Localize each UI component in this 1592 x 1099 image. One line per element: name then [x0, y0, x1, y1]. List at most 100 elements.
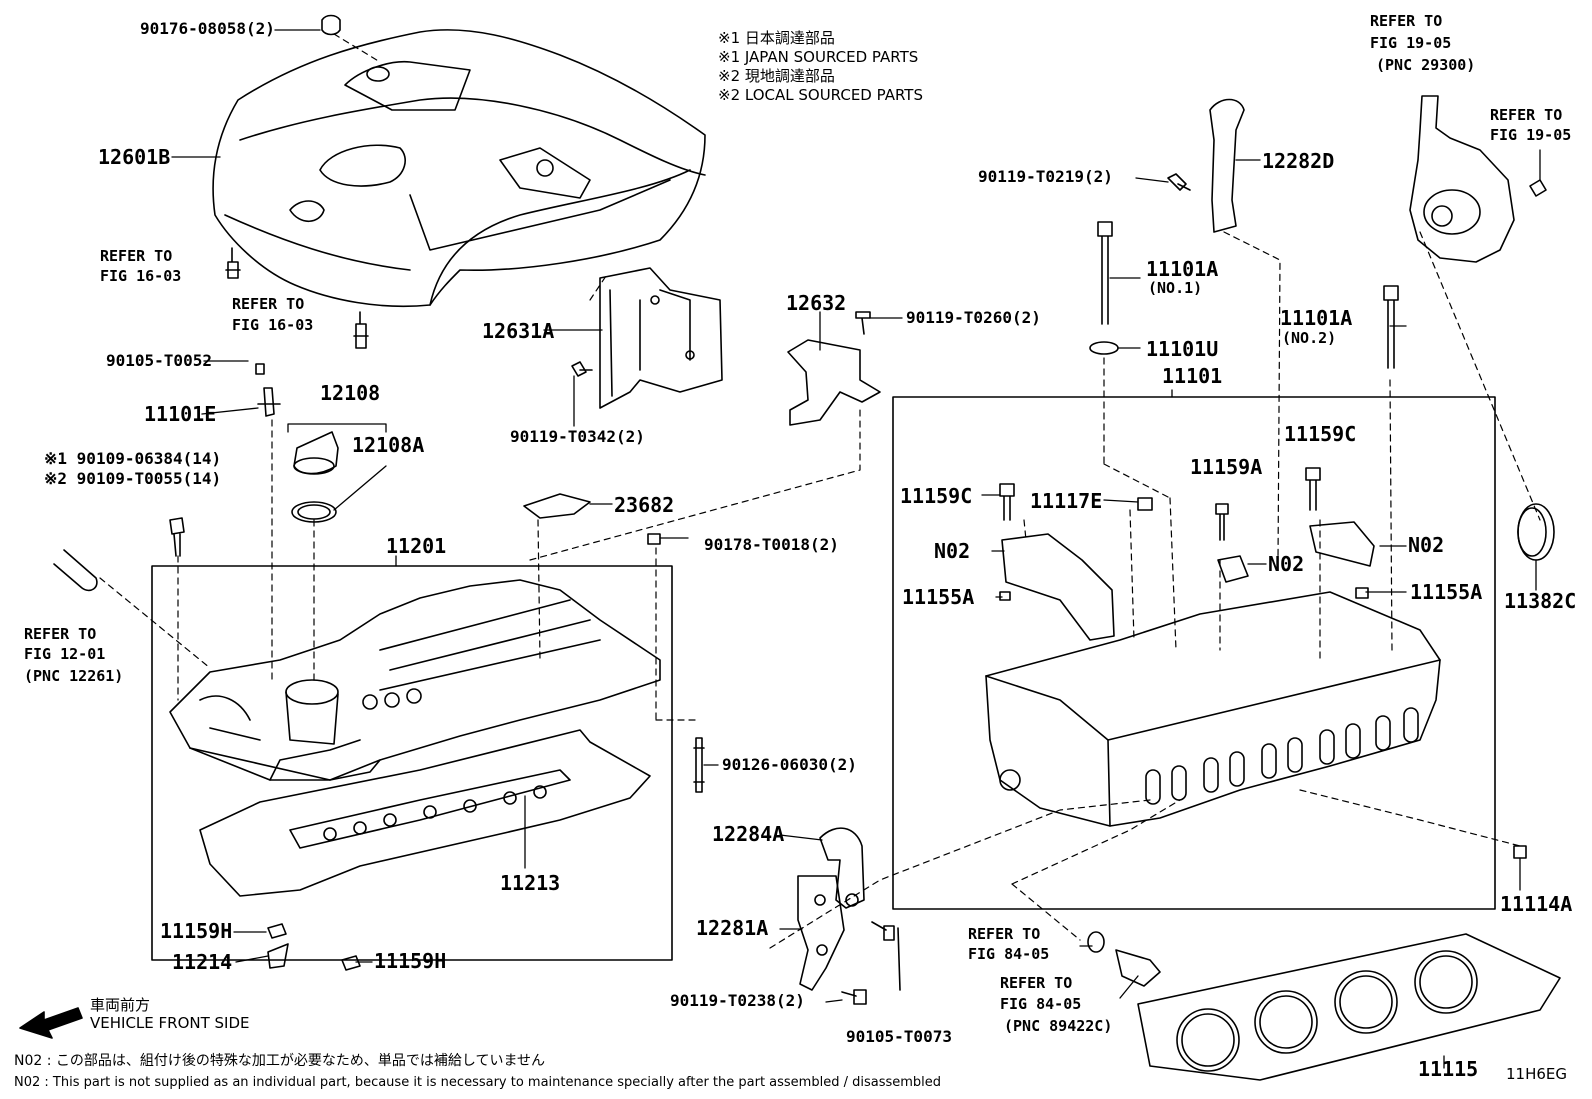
- bracket-12632-icon: [787, 311, 881, 426]
- label-11114a[interactable]: 11114A: [1500, 892, 1573, 916]
- label-90119-t0238[interactable]: 90119-T0238(2): [670, 991, 805, 1010]
- label-n02-a[interactable]: N02: [934, 539, 971, 563]
- head-cover-icon: [169, 579, 661, 781]
- note-line-2: ※1 JAPAN SOURCED PARTS: [718, 48, 919, 66]
- label-11155a-b[interactable]: 11155A: [1410, 580, 1483, 604]
- label-11214[interactable]: 11214: [172, 950, 233, 974]
- vacuum-pump-icon: [1409, 95, 1515, 263]
- label-12108a[interactable]: 12108A: [352, 433, 425, 457]
- bolt-icon: [999, 483, 1015, 521]
- temp-sensor-icon: [1115, 949, 1161, 987]
- label-refer-12-01-1[interactable]: REFER TO: [24, 625, 97, 643]
- bearing-cap-icon: [1217, 555, 1249, 583]
- label-refer-84-05-b-3[interactable]: (PNC 89422C): [1004, 1017, 1113, 1035]
- label-90119-t0219[interactable]: 90119-T0219(2): [978, 167, 1113, 186]
- bolt-icon: [1305, 467, 1321, 511]
- label-11213[interactable]: 11213: [500, 871, 561, 895]
- label-12108[interactable]: 12108: [320, 381, 381, 405]
- engine-hanger-12282d-icon: [1209, 98, 1245, 233]
- label-refer-84-05-a-1[interactable]: REFER TO: [968, 925, 1041, 943]
- sensor-11101e-icon: [255, 363, 281, 417]
- label-11201[interactable]: 11201: [386, 534, 447, 558]
- label-12631a[interactable]: 12631A: [482, 319, 555, 343]
- label-refer-84-05-b-1[interactable]: REFER TO: [1000, 974, 1073, 992]
- footnote-jp: N02 : この部品は、組付け後の特殊な加工が必要なため、単品では補給していませ…: [14, 1053, 546, 1069]
- label-11101e[interactable]: 11101E: [144, 402, 217, 426]
- note-line-3: ※2 現地調達部品: [718, 67, 835, 85]
- label-11115[interactable]: 11115: [1418, 1057, 1479, 1081]
- plug-icon: [1513, 845, 1527, 859]
- label-90109-06384[interactable]: ※1 90109-06384(14): [44, 449, 222, 468]
- label-11117e[interactable]: 11117E: [1030, 489, 1103, 513]
- label-23682[interactable]: 23682: [614, 493, 675, 517]
- oil-seal-icon: [1517, 503, 1555, 561]
- label-n02-c[interactable]: N02: [1408, 533, 1445, 557]
- head-bolt-icon: [1097, 221, 1113, 325]
- bolt-icon: [1529, 179, 1547, 197]
- label-90176-08058[interactable]: 90176-08058(2): [140, 19, 275, 38]
- grommet-icon: [225, 14, 369, 349]
- label-refer-19-05-b-2[interactable]: FIG 19-05: [1490, 126, 1572, 144]
- label-11159a[interactable]: 11159A: [1190, 455, 1263, 479]
- label-11101[interactable]: 11101: [1162, 364, 1223, 388]
- head-gasket-icon: [1137, 933, 1561, 1081]
- label-refer-19-05-a-2[interactable]: FIG 19-05: [1370, 34, 1452, 52]
- label-n02-b[interactable]: N02: [1268, 552, 1305, 576]
- label-90119-t0342[interactable]: 90119-T0342(2): [510, 427, 645, 446]
- washer-icon: [1087, 931, 1105, 953]
- label-refer-19-05-a-3[interactable]: (PNC 29300): [1376, 56, 1476, 74]
- bolt-icon: [871, 921, 895, 941]
- dowel-icon: [1355, 587, 1369, 599]
- label-12282d[interactable]: 12282D: [1262, 149, 1335, 173]
- bolt-icon: [1167, 173, 1191, 191]
- leader-lines: [171, 29, 1541, 1069]
- diagram-code: 11H6EG: [1506, 1065, 1568, 1083]
- label-refer-84-05-b-2[interactable]: FIG 84-05: [1000, 995, 1082, 1013]
- label-refer-12-01-3[interactable]: (PNC 12261): [24, 667, 124, 685]
- label-12281a[interactable]: 12281A: [696, 916, 769, 940]
- label-12284a[interactable]: 12284A: [712, 822, 785, 846]
- head-cover-box: [151, 565, 673, 961]
- label-90105-t0052[interactable]: 90105-T0052: [106, 351, 212, 370]
- engine-cover-icon: [212, 29, 706, 308]
- engine-hanger-icon: [797, 827, 865, 991]
- label-refer-19-05-a-1[interactable]: REFER TO: [1370, 12, 1443, 30]
- label-90109-t0055[interactable]: ※2 90109-T0055(14): [44, 469, 222, 488]
- label-refer-16-03-b-2[interactable]: FIG 16-03: [232, 316, 314, 334]
- label-11155a-a[interactable]: 11155A: [902, 585, 975, 609]
- clip-icon: [267, 923, 287, 939]
- label-11101u[interactable]: 11101U: [1146, 337, 1219, 361]
- grommet-small-icon: [647, 533, 661, 545]
- label-refer-16-03-a-2[interactable]: FIG 16-03: [100, 267, 182, 285]
- label-11101a-no1[interactable]: 11101A: [1146, 257, 1219, 281]
- bearing-cap-icon: [1001, 533, 1115, 641]
- bolt-icon: [897, 927, 901, 991]
- label-90105-t0073[interactable]: 90105-T0073: [846, 1027, 952, 1046]
- spacer-icon: [523, 493, 591, 519]
- label-11382c[interactable]: 11382C: [1504, 589, 1577, 613]
- pipe-icon: [53, 549, 98, 592]
- note-line-4: ※2 LOCAL SOURCED PARTS: [718, 86, 923, 104]
- label-11159c-a[interactable]: 11159C: [900, 484, 973, 508]
- label-11101a-no1-sub[interactable]: (NO.1): [1148, 279, 1203, 297]
- label-refer-84-05-a-2[interactable]: FIG 84-05: [968, 945, 1050, 963]
- front-side-jp: 車両前方: [90, 996, 151, 1014]
- stud-icon: [693, 737, 705, 793]
- bracket-12631a-icon: [571, 267, 723, 409]
- label-90178-t0018[interactable]: 90178-T0018(2): [704, 535, 839, 554]
- label-refer-19-05-b-1[interactable]: REFER TO: [1490, 106, 1563, 124]
- label-11159c-b[interactable]: 11159C: [1284, 422, 1357, 446]
- footnote-en: N02 : This part is not supplied as an in…: [14, 1075, 942, 1090]
- label-refer-12-01-2[interactable]: FIG 12-01: [24, 645, 106, 663]
- label-11101a-no2[interactable]: 11101A: [1280, 306, 1353, 330]
- label-11101a-no2-sub[interactable]: (NO.2): [1282, 329, 1337, 347]
- label-90119-t0260[interactable]: 90119-T0260(2): [906, 308, 1041, 327]
- label-90126-06030[interactable]: 90126-06030(2): [722, 755, 857, 774]
- label-11159h-b[interactable]: 11159H: [374, 949, 447, 973]
- label-11159h-a[interactable]: 11159H: [160, 919, 233, 943]
- gasket-11213-icon: [199, 729, 651, 897]
- label-refer-16-03-b-1[interactable]: REFER TO: [232, 295, 305, 313]
- label-12601b[interactable]: 12601B: [98, 145, 171, 169]
- label-refer-16-03-a-1[interactable]: REFER TO: [100, 247, 173, 265]
- label-12632[interactable]: 12632: [786, 291, 847, 315]
